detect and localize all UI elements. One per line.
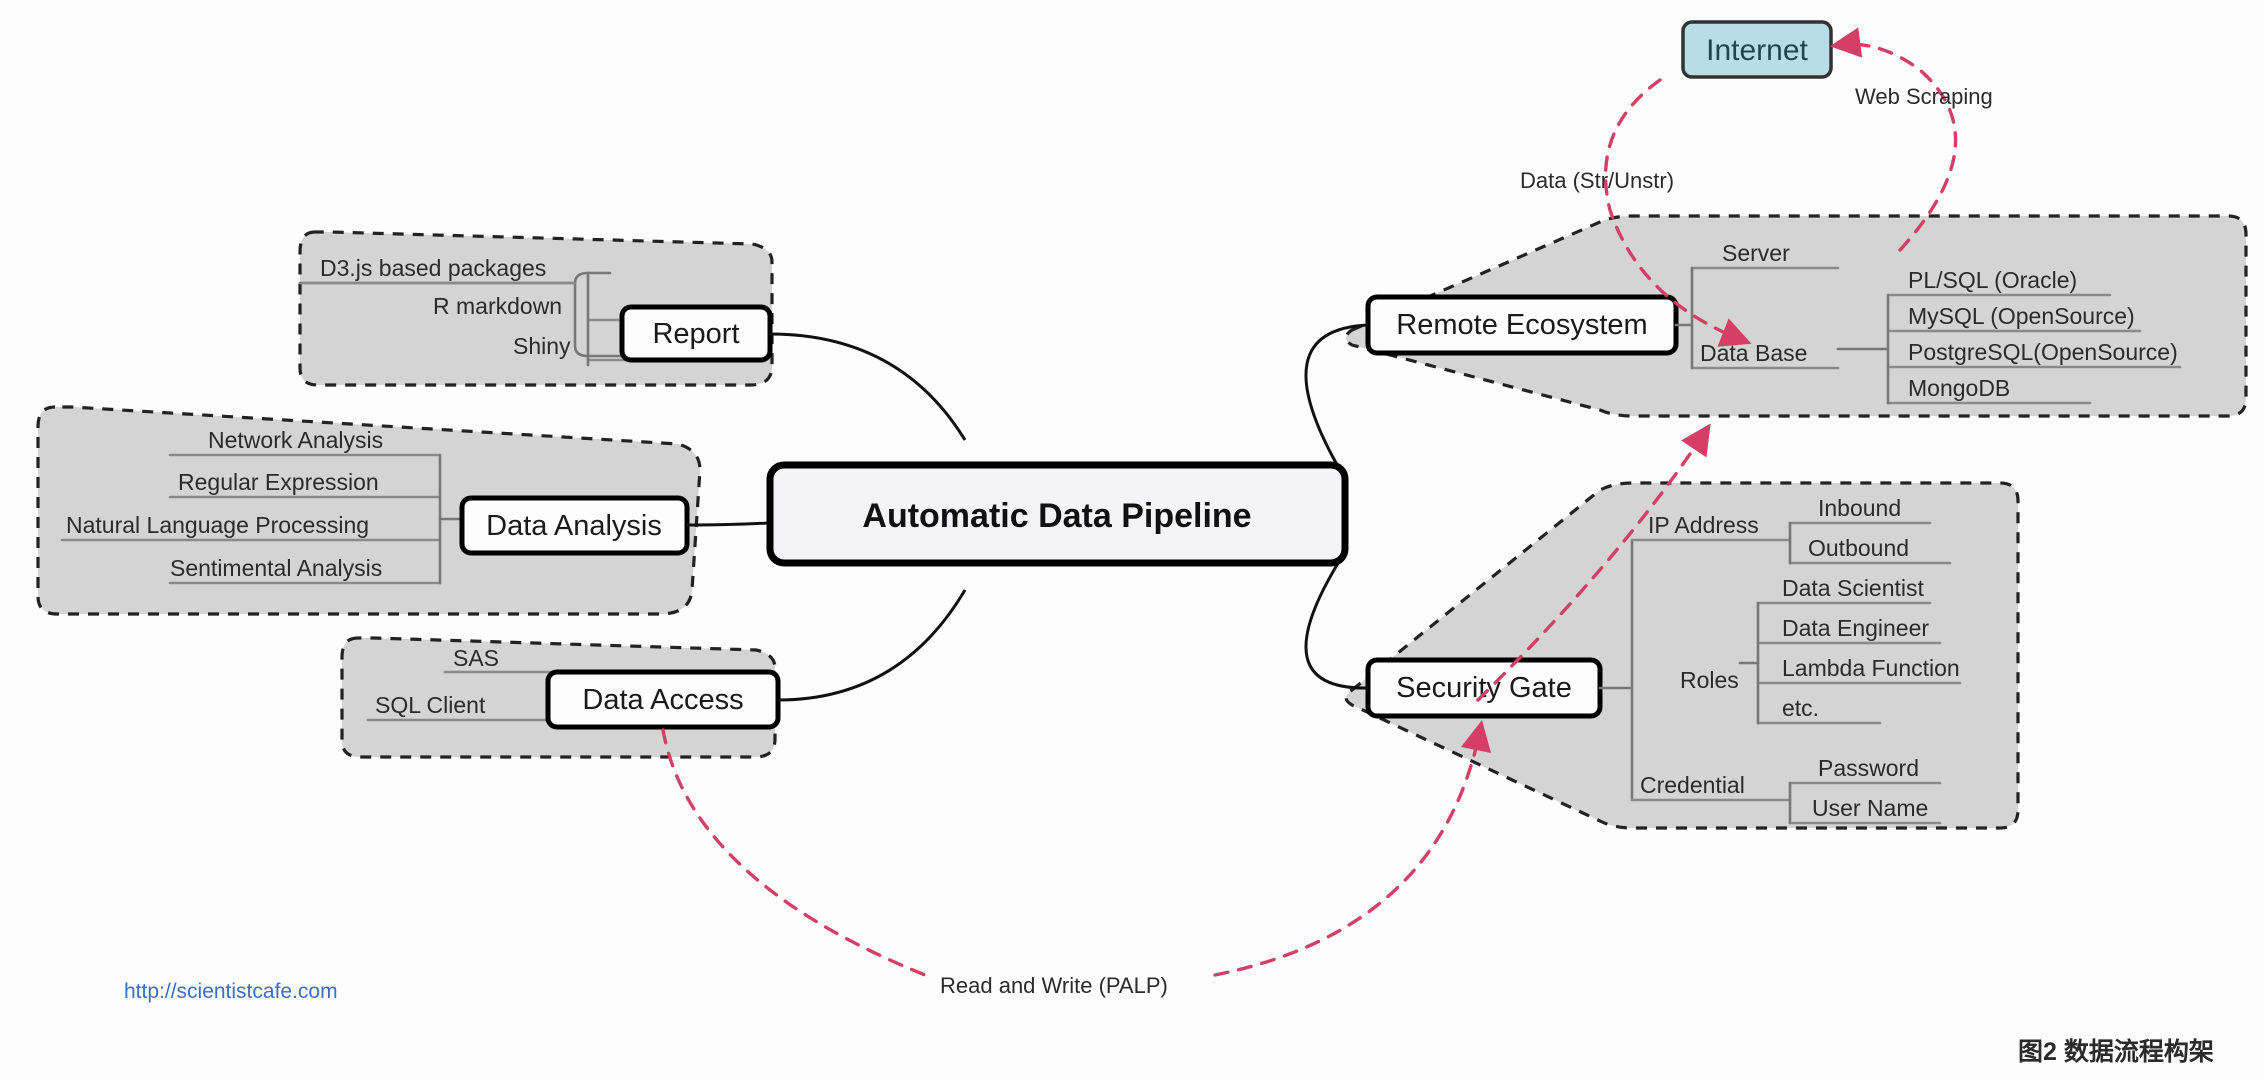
report-node-label: Report <box>652 318 739 350</box>
database-item-0: PL/SQL (Oracle) <box>1908 267 2077 293</box>
roles-item-3: etc. <box>1782 695 1819 721</box>
report-item-2: Shiny <box>513 333 571 359</box>
read-write-arrow-right <box>1213 719 1491 977</box>
security-item-2: Credential <box>1640 772 1745 798</box>
read-write-arrow-left <box>661 728 927 977</box>
connector-report <box>769 332 967 441</box>
access-item-1: SQL Client <box>375 692 486 718</box>
data-analysis-cloud-shape <box>36 405 702 616</box>
ip-item-1: Outbound <box>1808 535 1909 561</box>
connector-data-access <box>777 589 967 702</box>
security-gate-cluster: Security Gate IP Address Roles Credentia… <box>1344 481 2020 830</box>
data-str-unstr-arrow <box>1603 78 1752 347</box>
connector-security-gate <box>1304 559 1369 690</box>
database-item-3: MongoDB <box>1908 375 2010 401</box>
access-item-0: SAS <box>453 645 499 671</box>
center-node-label: Automatic Data Pipeline <box>862 497 1251 535</box>
roles-item-0: Data Scientist <box>1782 575 1925 601</box>
connector-remote-ecosystem <box>1304 323 1369 471</box>
data-access-cluster: SAS SQL Client Data Access <box>340 636 781 759</box>
internet-node-label: Internet <box>1706 34 1808 67</box>
database-item-2: PostgreSQL(OpenSource) <box>1908 339 2178 365</box>
database-item-1: MySQL (OpenSource) <box>1908 303 2135 329</box>
report-cluster: D3.js based packages R markdown Shiny Re… <box>298 230 774 387</box>
web-scraping-arrow <box>1829 27 1958 252</box>
remote-ecosystem-cluster: Remote Ecosystem Server Data Base PL/SQL… <box>1344 214 2248 418</box>
web-scraping-label: Web Scraping <box>1855 84 1993 109</box>
data-analysis-cluster: Network Analysis Regular Expression Natu… <box>36 405 702 616</box>
remote-item-0: Server <box>1722 240 1790 266</box>
ip-item-0: Inbound <box>1818 495 1901 521</box>
security-to-database-arrow <box>1476 423 1711 702</box>
remote-ecosystem-node-label: Remote Ecosystem <box>1396 309 1647 341</box>
site-url[interactable]: http://scientistcafe.com <box>124 980 338 1003</box>
security-item-1: Roles <box>1680 667 1739 693</box>
data-str-unstr-label: Data (Str/Unstr) <box>1520 168 1674 193</box>
credential-item-0: Password <box>1818 755 1919 781</box>
report-item-1: R markdown <box>433 293 562 319</box>
roles-item-1: Data Engineer <box>1782 615 1929 641</box>
security-item-0: IP Address <box>1648 512 1759 538</box>
center-node[interactable] <box>766 461 1349 567</box>
roles-item-2: Lambda Function <box>1782 655 1960 681</box>
credential-item-1: User Name <box>1812 795 1928 821</box>
read-write-label: Read and Write (PALP) <box>940 973 1168 998</box>
analysis-item-0: Network Analysis <box>208 427 383 453</box>
analysis-item-1: Regular Expression <box>178 469 379 495</box>
analysis-item-3: Sentimental Analysis <box>170 555 382 581</box>
data-access-node-label: Data Access <box>582 684 743 716</box>
security-gate-cloud-shape <box>1344 481 2020 830</box>
security-gate-node-label: Security Gate <box>1396 672 1572 704</box>
data-analysis-node-label: Data Analysis <box>486 510 662 542</box>
figure-caption: 图2 数据流程构架 <box>2018 1038 2214 1066</box>
report-item-0: D3.js based packages <box>320 255 546 281</box>
remote-item-1: Data Base <box>1700 340 1807 366</box>
analysis-item-2: Natural Language Processing <box>66 512 369 538</box>
